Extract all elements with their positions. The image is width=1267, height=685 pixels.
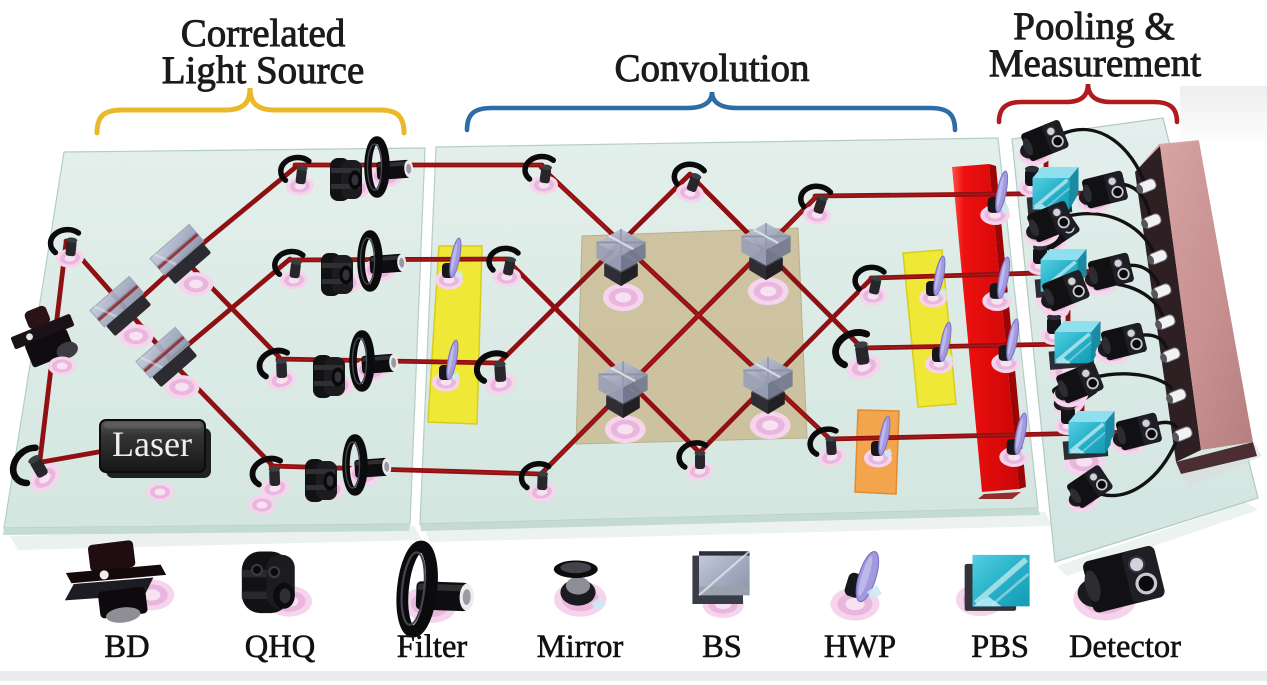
svg-text:Convolution: Convolution (614, 47, 809, 90)
svg-text:Pooling &: Pooling & (1013, 5, 1174, 48)
svg-text:Laser: Laser (112, 424, 192, 464)
svg-text:Correlated: Correlated (181, 12, 346, 55)
svg-text:BS: BS (702, 629, 742, 665)
svg-text:Light Source: Light Source (162, 49, 365, 92)
svg-text:Filter: Filter (397, 629, 468, 665)
svg-text:QHQ: QHQ (245, 629, 315, 665)
svg-text:HWP: HWP (824, 629, 896, 665)
svg-text:Detector: Detector (1069, 629, 1181, 665)
svg-text:Mirror: Mirror (537, 629, 624, 665)
svg-text:BD: BD (104, 629, 149, 665)
svg-text:PBS: PBS (971, 629, 1029, 665)
svg-text:Measurement: Measurement (989, 42, 1201, 85)
